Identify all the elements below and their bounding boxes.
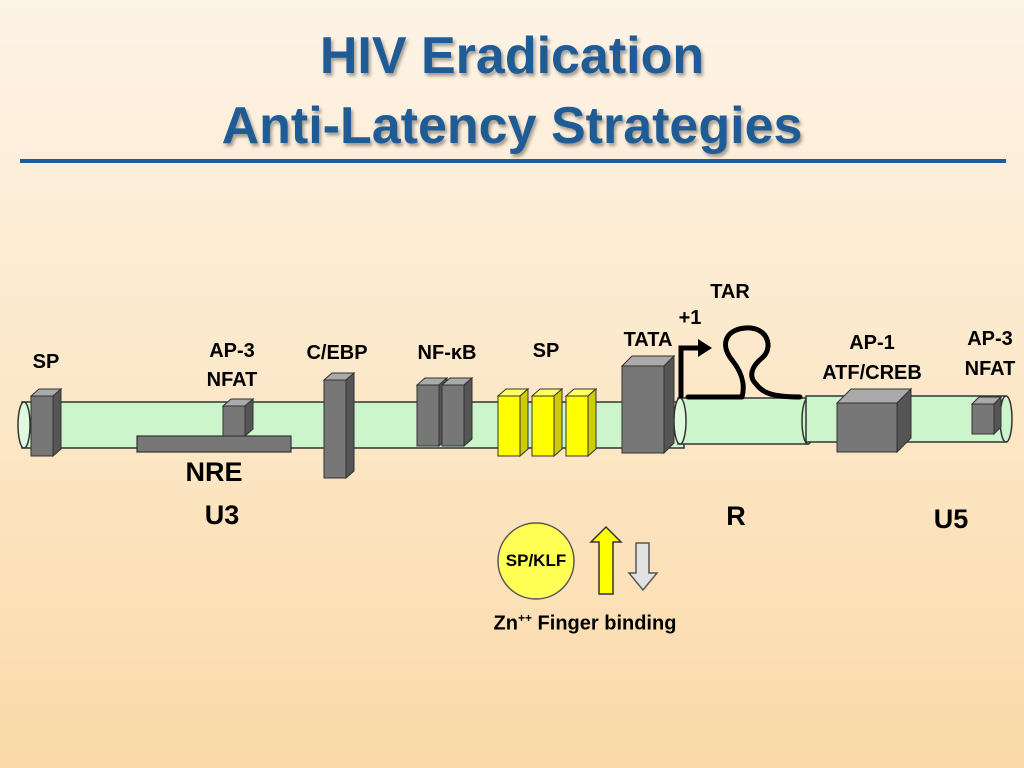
label-nfat-right: NFAT <box>964 358 1016 380</box>
label-zn: Zn <box>493 612 518 635</box>
transcription-start-arrow <box>678 339 712 398</box>
label-r: R <box>726 501 746 531</box>
label-zn-finger-binding: Zn++ Finger binding <box>460 606 710 636</box>
title-divider <box>20 159 1006 163</box>
ap3-nfat-left-box <box>221 397 255 438</box>
label-nfkb: NF-κB <box>417 342 477 364</box>
up-arrow-icon <box>589 525 623 595</box>
ltr-tube-r <box>673 397 815 445</box>
sp-yellow-box-2 <box>530 387 564 458</box>
page-title-line2: Anti-Latency Strategies <box>221 97 803 155</box>
tar-stem-loop <box>685 325 803 400</box>
label-finger-binding: Finger binding <box>532 612 677 635</box>
label-ap1: AP-1 <box>849 332 895 354</box>
nfkb-box-2 <box>440 376 474 448</box>
label-sp-klf: SP/KLF <box>505 551 567 570</box>
ap3-nfat-right-box <box>970 395 1003 436</box>
label-nfat-left: NFAT <box>206 369 258 391</box>
cebp-box <box>322 371 356 480</box>
tata-box <box>620 354 676 455</box>
sp-left-box <box>29 387 63 458</box>
label-tar: TAR <box>710 281 750 303</box>
nre-bar <box>136 435 292 453</box>
label-tata: TATA <box>623 329 673 351</box>
page-title-line1: HIV Eradication <box>319 27 705 85</box>
sp-yellow-box-3 <box>564 387 598 458</box>
sp-yellow-box-1 <box>496 387 530 458</box>
label-u3: U3 <box>204 500 240 530</box>
label-u5: U5 <box>933 504 969 534</box>
sp-klf-circle <box>497 522 575 600</box>
label-cebp: C/EBP <box>306 342 368 364</box>
label-ap3-right: AP-3 <box>967 328 1013 350</box>
label-atf-creb: ATF/CREB <box>822 362 922 384</box>
down-arrow-icon <box>627 542 659 592</box>
label-nre: NRE <box>185 457 243 487</box>
label-sp-mid: SP <box>532 340 560 362</box>
label-ap3-left: AP-3 <box>209 340 255 362</box>
label-plus1: +1 <box>678 307 702 329</box>
label-zn-superscript: ++ <box>517 611 532 625</box>
ap1-atf-creb-box <box>835 387 913 454</box>
label-sp-left: SP <box>32 351 60 373</box>
